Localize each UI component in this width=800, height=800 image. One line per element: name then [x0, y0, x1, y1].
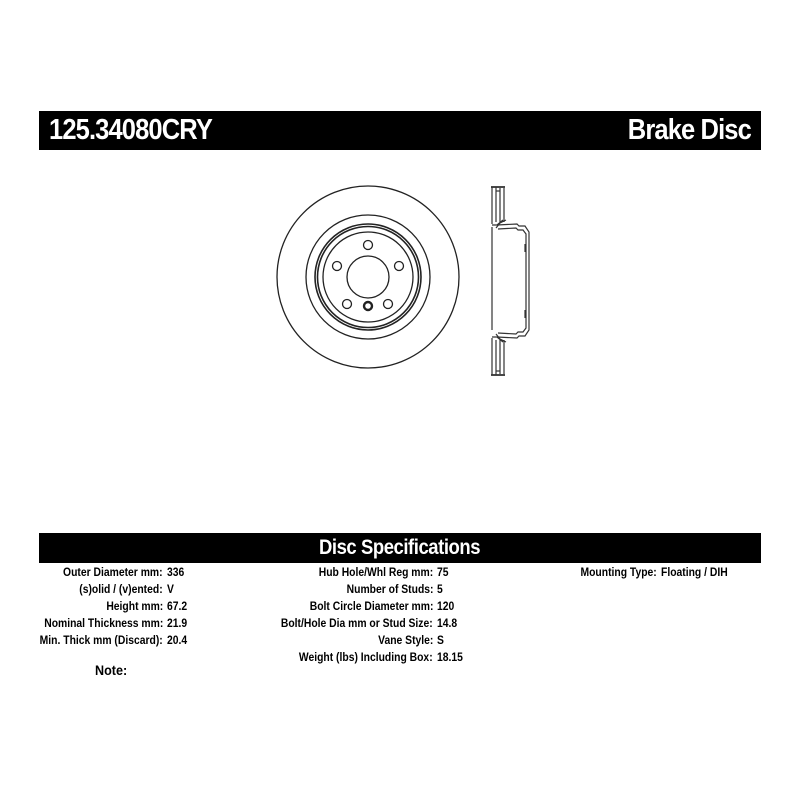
locator-hole: [362, 300, 374, 312]
spec-label: Hub Hole/Whl Reg mm:: [318, 567, 433, 579]
bolt-hole: [341, 298, 353, 310]
spec-label: Vane Style:: [377, 635, 433, 647]
spec-value: 14.8: [437, 618, 458, 630]
specs-title: Disc Specifications: [319, 536, 481, 559]
spec-label: Mounting Type:: [580, 567, 657, 579]
title-bar: 125.34080CRY Brake Disc: [39, 111, 761, 150]
spec-value: 5: [437, 584, 443, 596]
spec-value: 18.15: [437, 652, 463, 664]
spec-label: Bolt Circle Diameter mm:: [309, 601, 433, 613]
spec-value: 75: [437, 567, 449, 579]
side-view: [491, 186, 530, 376]
outer-edge: [276, 185, 460, 369]
part-number: 125.34080CRY: [49, 114, 213, 146]
spec-label: Outer Diameter mm:: [63, 567, 163, 579]
spec-value: 20.4: [167, 635, 188, 647]
spec-value: 67.2: [167, 601, 188, 613]
hat-ring-outer: [305, 214, 431, 340]
bolt-hole: [382, 298, 394, 310]
spec-label: Height mm:: [106, 601, 163, 613]
bolt-hole: [362, 239, 374, 251]
hat-ring-inner: [322, 231, 414, 323]
spec-label: Weight (lbs) Including Box:: [299, 652, 433, 664]
front-view: [276, 185, 460, 369]
spec-label: Number of Studs:: [346, 584, 433, 596]
spec-label: (s)olid / (v)ented:: [79, 584, 163, 596]
spec-label: Min. Thick mm (Discard):: [39, 635, 163, 647]
spec-value: 120: [437, 601, 455, 613]
hat-ring-2: [314, 223, 422, 331]
hat-ring-3: [316, 225, 420, 329]
spec-value: V: [167, 584, 174, 596]
spec-label: Bolt/Hole Dia mm or Stud Size:: [281, 618, 433, 630]
bolt-hole: [393, 260, 405, 272]
spec-value: 336: [167, 567, 185, 579]
product-type: Brake Disc: [627, 114, 752, 146]
spec-value: S: [437, 635, 444, 647]
specs-header-bar: Disc Specifications: [39, 533, 761, 563]
bolt-hole: [331, 260, 343, 272]
center-bore: [346, 255, 390, 299]
spec-value: 21.9: [167, 618, 188, 630]
spec-value: Floating / DIH: [661, 567, 728, 579]
note-label: Note:: [95, 662, 128, 678]
spec-label: Nominal Thickness mm:: [43, 618, 163, 630]
